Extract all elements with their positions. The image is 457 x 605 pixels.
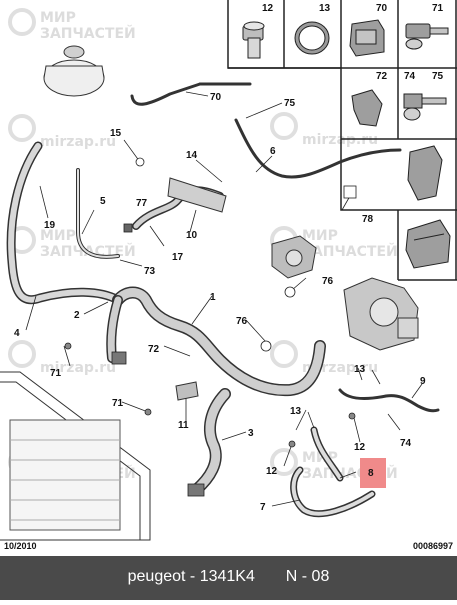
callout-73: 73 — [144, 266, 156, 277]
callout-8: 8 — [368, 468, 374, 479]
part-71-icon — [405, 23, 449, 50]
callout-4: 4 — [14, 328, 20, 339]
part-12-icon — [242, 21, 265, 59]
watermark-line2: ЗАПЧАСТЕЙ — [302, 243, 398, 260]
part-13-icon — [294, 21, 330, 55]
footer-separator: - — [189, 568, 196, 585]
callout-12: 12 — [354, 442, 366, 453]
callout-70-table: 70 — [376, 3, 388, 14]
radiator — [0, 371, 151, 541]
highlight-part-8 — [360, 458, 386, 488]
callout-14: 14 — [186, 150, 198, 161]
callout-10: 10 — [186, 230, 198, 241]
date-code: 10/2010 — [4, 541, 37, 551]
callout-72: 72 — [148, 344, 160, 355]
turbocharger — [343, 277, 419, 351]
callout-15: 15 — [110, 128, 122, 139]
callout-74-table: 74 — [404, 71, 416, 82]
callout-13: 13 — [354, 364, 366, 375]
callout-76: 76 — [236, 316, 248, 327]
watermark-logo: МИР ЗАПЧАСТЕЙ — [8, 8, 136, 42]
expansion-tank — [43, 45, 105, 97]
footer-caption: peugeot - 1341K4 N - 08 — [0, 568, 457, 586]
callout-3: 3 — [248, 428, 254, 439]
callout-1: 1 — [210, 292, 216, 303]
watermark-line1: МИР — [40, 228, 76, 244]
callout-6: 6 — [270, 146, 276, 157]
footer-bar: peugeot - 1341K4 N - 08 — [0, 556, 457, 600]
callout-71-table: 71 — [432, 3, 444, 14]
watermark-logo: mirzap.ru — [270, 112, 378, 148]
watermark-logo: mirzap.ru — [8, 114, 116, 150]
watermark-url: mirzap.ru — [302, 132, 378, 148]
callout-72-table: 72 — [376, 71, 388, 82]
callout-7: 7 — [260, 502, 266, 513]
callout-12: 12 — [266, 466, 278, 477]
part-72-icon — [351, 89, 383, 127]
callout-70: 70 — [210, 92, 222, 103]
thermostat-housing — [271, 235, 317, 279]
hoses — [6, 82, 440, 518]
footer-brand: peugeot — [127, 568, 186, 585]
pipe-10 — [167, 177, 227, 213]
callout-71: 71 — [112, 398, 124, 409]
callout-78: 78 — [362, 214, 374, 225]
watermark-url: mirzap.ru — [40, 134, 116, 150]
callout-11: 11 — [178, 420, 189, 431]
callout-2: 2 — [74, 310, 80, 321]
callout-17: 17 — [172, 252, 184, 263]
parts-table — [227, 0, 457, 281]
callout-75: 75 — [284, 98, 296, 109]
callout-5: 5 — [100, 196, 106, 207]
part-70-icon — [349, 19, 385, 57]
reference-code: 00086997 — [412, 541, 453, 551]
part-74-icon — [403, 93, 447, 121]
small-fittings — [64, 157, 357, 497]
watermark-line1: МИР — [40, 10, 76, 26]
callout-75-table: 75 — [432, 71, 444, 82]
watermark-url: mirzap.ru — [40, 360, 116, 376]
callout-12-table: 12 — [262, 3, 274, 14]
callout-19: 19 — [44, 220, 56, 231]
watermark-line2: ЗАПЧАСТЕЙ — [40, 25, 136, 42]
part-75-icon — [407, 145, 443, 201]
callout-13: 13 — [290, 406, 302, 417]
part-78-icon — [405, 219, 451, 269]
callout-9: 9 — [420, 376, 426, 387]
bracket-11 — [175, 381, 199, 401]
watermark-logo: mirzap.ru — [8, 340, 116, 376]
footer-page: N - 08 — [285, 568, 330, 585]
footer-part-number: 1341K4 — [199, 568, 255, 585]
leader-lines — [25, 91, 423, 507]
callout-13-table: 13 — [319, 3, 331, 14]
callout-74: 74 — [400, 438, 412, 449]
callout-71: 71 — [50, 368, 62, 379]
callout-77: 77 — [136, 198, 148, 209]
callout-76: 76 — [322, 276, 334, 287]
watermark-line1: МИР — [302, 228, 338, 244]
